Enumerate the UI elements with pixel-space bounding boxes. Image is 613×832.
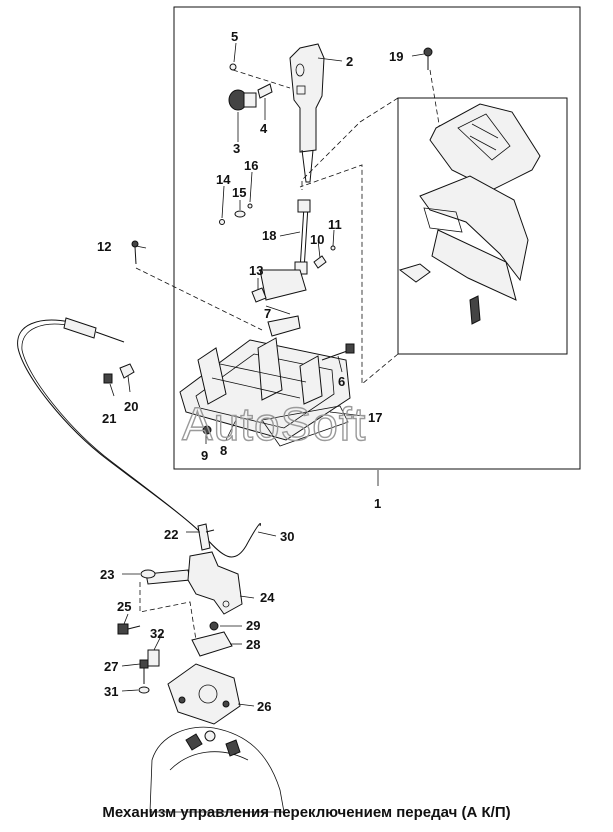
inhibitor-switch-26 [167, 663, 241, 725]
part-label-9: 9 [201, 448, 208, 463]
shift-lever-knob [289, 43, 325, 183]
cable-bracket-24 [187, 551, 243, 615]
nut-13 [251, 287, 267, 303]
part-label-7: 7 [264, 306, 271, 321]
part-label-31: 31 [104, 684, 118, 699]
bolt-27 [139, 659, 149, 684]
nut-spring [313, 245, 336, 269]
lever-button [228, 63, 273, 111]
part-label-26: 26 [257, 699, 271, 714]
part-label-2: 2 [346, 54, 353, 69]
part-label-8: 8 [220, 443, 227, 458]
bolt-6 [321, 343, 355, 361]
part-label-10: 10 [310, 232, 324, 247]
inset-guide-top [301, 97, 399, 190]
part-label-17: 17 [368, 410, 382, 425]
cable-end-upper [63, 317, 125, 343]
part-label-22: 22 [164, 527, 178, 542]
part-label-30: 30 [280, 529, 294, 544]
indicator-inset-frame [397, 97, 568, 355]
screw-19 [423, 47, 433, 70]
part-label-25: 25 [117, 599, 131, 614]
part-label-12: 12 [97, 239, 111, 254]
bushing-20 [119, 363, 135, 379]
leader-lines [109, 42, 425, 707]
watermark: AutoSoft [182, 398, 366, 450]
part-label-28: 28 [246, 637, 260, 652]
part-number-labels: 5 2 4 3 16 14 15 11 18 10 12 13 7 6 20 2… [97, 29, 403, 714]
washer-23 [140, 569, 156, 579]
selector-lever-28 [191, 621, 233, 657]
part-label-21: 21 [102, 411, 116, 426]
shift-cable [17, 319, 261, 558]
button-axis [232, 69, 291, 89]
part-label-15: 15 [232, 185, 246, 200]
part-label-1: 1 [374, 496, 381, 511]
nut-21 [103, 373, 113, 384]
part-label-20: 20 [124, 399, 138, 414]
part-label-29: 29 [246, 618, 260, 633]
part-label-13: 13 [249, 263, 263, 278]
part-label-32: 32 [150, 626, 164, 641]
bolt-12-axis [135, 267, 263, 331]
bracket-guide [139, 582, 197, 641]
part-label-11: 11 [328, 217, 342, 232]
bolt-12 [131, 240, 139, 265]
bolt-25 [117, 623, 141, 635]
shifter-base-bracket [179, 269, 351, 447]
assembly-frame [173, 6, 581, 470]
part-label-27: 27 [104, 659, 118, 674]
inset-guide-bottom [299, 164, 399, 385]
part-label-16: 16 [244, 158, 258, 173]
pin-set [219, 203, 253, 225]
part-label-6: 6 [338, 374, 345, 389]
push-rod [294, 199, 311, 275]
diagram-caption: Механизм управления переключением переда… [102, 804, 511, 821]
part-label-3: 3 [233, 141, 240, 156]
part-label-24: 24 [260, 590, 275, 605]
screw-19-axis [429, 69, 441, 131]
indicator-housing [398, 103, 541, 325]
shift-cable-sheath [21, 323, 209, 541]
nut-9 [202, 425, 212, 435]
washer-31 [138, 686, 150, 694]
bushing-32 [147, 649, 160, 667]
part-label-5: 5 [231, 29, 238, 44]
part-label-19: 19 [389, 49, 403, 64]
part-label-18: 18 [262, 228, 276, 243]
part-label-4: 4 [260, 121, 268, 136]
part-label-14: 14 [216, 172, 231, 187]
transmission-case [149, 726, 285, 813]
clip-22 [197, 523, 215, 551]
part-label-23: 23 [100, 567, 114, 582]
